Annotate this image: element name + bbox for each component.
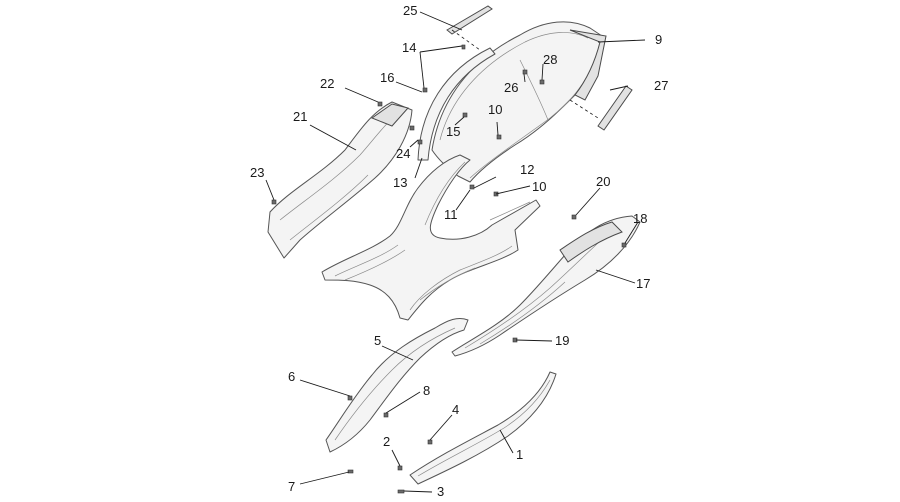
callout-2: 2 [383, 434, 390, 449]
part-25-top-trim [446, 5, 493, 35]
callout-16: 16 [380, 70, 394, 85]
callout-3: 3 [437, 484, 444, 499]
callout-13: 13 [393, 175, 407, 190]
callout-5: 5 [374, 333, 381, 348]
callout-11: 11 [444, 207, 458, 222]
callout-18: 18 [633, 211, 647, 226]
callout-12: 12 [520, 162, 534, 177]
part-17-right-side-cover [451, 215, 641, 357]
part-13-inner-frame [417, 47, 496, 161]
part-21-left-side-cover [267, 101, 413, 259]
callout-9: 9 [655, 32, 662, 47]
part-9-upper-side-panel [431, 21, 607, 183]
callout-24: 24 [396, 146, 410, 161]
callout-labels: 25 9 14 28 16 22 26 27 10 21 15 24 12 23… [250, 3, 668, 499]
callout-1: 1 [516, 447, 523, 462]
leader-lines [265, 11, 646, 493]
callout-15: 15 [446, 124, 460, 139]
callout-23: 23 [250, 165, 264, 180]
callout-10-lower: 10 [532, 179, 546, 194]
callout-7: 7 [288, 479, 295, 494]
callout-14: 14 [402, 40, 416, 55]
leader-dash-27 [569, 99, 599, 119]
small-fasteners [271, 44, 627, 494]
callout-27: 27 [654, 78, 668, 93]
part-1-bottom-skirt [409, 371, 557, 485]
callout-26: 26 [504, 80, 518, 95]
callout-25: 25 [403, 3, 417, 18]
callout-20: 20 [596, 174, 610, 189]
callout-28: 28 [543, 52, 557, 67]
callout-8: 8 [423, 383, 430, 398]
callout-22: 22 [320, 76, 334, 91]
callout-21: 21 [293, 109, 307, 124]
callout-6: 6 [288, 369, 295, 384]
callout-4: 4 [452, 402, 459, 417]
center-floor-panel [321, 154, 541, 321]
part-5-left-lower-trim [325, 317, 469, 453]
callout-17: 17 [636, 276, 650, 291]
part-27-side-strip [597, 85, 633, 131]
callout-19: 19 [555, 333, 569, 348]
callout-10-upper: 10 [488, 102, 502, 117]
